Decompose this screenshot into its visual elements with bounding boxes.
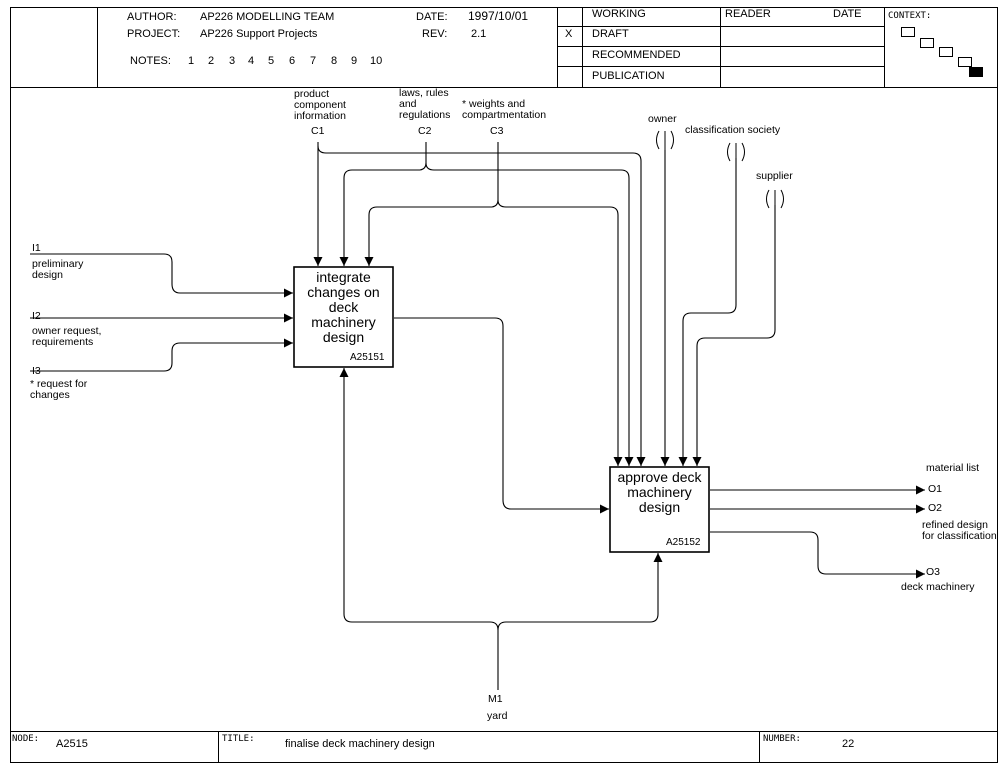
arrow-i1 — [30, 253, 293, 298]
notes-label: NOTES: — [130, 55, 171, 67]
arrow-c1-box2 — [317, 145, 646, 466]
number-label: NUMBER: — [763, 734, 801, 744]
node-value: A2515 — [56, 738, 88, 750]
status-working[interactable]: WORKING — [592, 8, 646, 20]
tunnel-symbols — [656, 130, 784, 209]
note-6[interactable]: 6 — [289, 55, 296, 67]
context-box-1 — [901, 27, 915, 37]
mechanism-m1-code: M1 — [488, 693, 503, 705]
context-box-2 — [920, 38, 934, 48]
arrow-c3-stem — [491, 142, 499, 208]
arrow-c3-box1 — [364, 206, 492, 266]
box2-id: A25152 — [666, 537, 701, 548]
author-label: AUTHOR: — [127, 11, 177, 23]
node-label: NODE: — [12, 734, 40, 744]
input-i1-label: preliminary design — [32, 258, 84, 281]
note-3[interactable]: 3 — [229, 55, 236, 67]
control-c2-code: C2 — [418, 125, 432, 137]
note-9[interactable]: 9 — [351, 55, 358, 67]
output-o1-code: O1 — [928, 483, 943, 495]
context-box-4 — [958, 57, 972, 67]
note-7[interactable]: 7 — [310, 55, 317, 67]
arrow-m1-box1 — [339, 368, 490, 623]
project-label: PROJECT: — [127, 28, 181, 40]
arrow-c3-box2 — [497, 199, 623, 466]
note-2[interactable]: 2 — [208, 55, 215, 67]
control-c3-label: * weights and compartmentation — [462, 98, 547, 121]
input-i2-label: owner request, requirements — [32, 325, 102, 348]
input-i2-code: I2 — [32, 310, 41, 322]
box1-title: integrate changes on deck machinery desi… — [307, 269, 380, 345]
title-label: TITLE: — [222, 734, 255, 744]
context-label: CONTEXT: — [888, 11, 932, 21]
rev-value: 2.1 — [471, 28, 487, 40]
context-box-3 — [939, 47, 953, 57]
rev-label: REV: — [422, 28, 448, 40]
arrow-supplier — [692, 205, 776, 466]
input-i1-code: I1 — [32, 242, 41, 254]
input-i3-code: I3 — [32, 365, 41, 377]
arrow-m1-stem — [489, 621, 499, 690]
mechanism-m1-label: yard — [487, 710, 508, 722]
note-4[interactable]: 4 — [248, 55, 255, 67]
project-value: AP226 Support Projects — [200, 28, 318, 40]
output-o2-label: refined design for classification — [922, 519, 997, 542]
tunnel-classification-label: classification society — [685, 124, 781, 136]
arrow-classification-society — [678, 158, 737, 466]
note-5[interactable]: 5 — [268, 55, 275, 67]
status-publication[interactable]: PUBLICATION — [592, 70, 665, 82]
context-box-current — [969, 67, 983, 77]
control-c1-code: C1 — [311, 125, 325, 137]
reader-date-label: DATE — [833, 8, 862, 20]
box2-title: approve deck machinery design — [617, 469, 702, 515]
tunnel-owner — [656, 130, 674, 150]
box1-id: A25151 — [350, 352, 385, 363]
output-o1-label: material list — [926, 462, 980, 474]
activity-boxes — [293, 266, 710, 553]
control-c1-label: product component information — [294, 88, 346, 122]
arrow-c2-box2 — [425, 162, 634, 466]
diagram-title: finalise deck machinery design — [285, 738, 435, 750]
note-8[interactable]: 8 — [331, 55, 338, 67]
arrow-m1-box2 — [497, 553, 663, 631]
control-c3-code: C3 — [490, 125, 504, 137]
activity-box-a25151[interactable] — [293, 266, 394, 368]
arrow-i3 — [30, 338, 293, 372]
number-value: 22 — [842, 738, 855, 750]
status-draft[interactable]: DRAFT — [592, 28, 629, 40]
tunnel-owner-label: owner — [648, 113, 677, 125]
arrow-c2-box1 — [339, 169, 420, 266]
date-label: DATE: — [416, 11, 448, 23]
frame — [10, 7, 998, 763]
arrow-a25151-to-a25152 — [394, 317, 609, 514]
draft-checkmark: X — [565, 28, 573, 40]
output-o2-code: O2 — [928, 502, 943, 514]
arrow-c2-stem — [419, 142, 427, 171]
input-i3-label: * request for changes — [30, 378, 88, 401]
output-o3-label: deck machinery — [901, 581, 975, 593]
tunnel-supplier-label: supplier — [756, 170, 793, 182]
arrow-o3 — [710, 531, 925, 579]
tunnel-classification-society — [727, 142, 745, 162]
note-10[interactable]: 10 — [370, 55, 383, 67]
arrows — [30, 142, 925, 690]
tunnel-supplier — [766, 189, 784, 209]
output-o3-code: O3 — [926, 566, 941, 578]
control-c2-label: laws, rules and regulations — [399, 87, 451, 121]
author-value: AP226 MODELLING TEAM — [200, 11, 335, 23]
activity-box-a25152[interactable] — [609, 466, 710, 553]
reader-label: READER — [725, 8, 771, 20]
note-1[interactable]: 1 — [188, 55, 195, 67]
status-recommended[interactable]: RECOMMENDED — [592, 49, 681, 61]
date-value: 1997/10/01 — [468, 9, 529, 23]
